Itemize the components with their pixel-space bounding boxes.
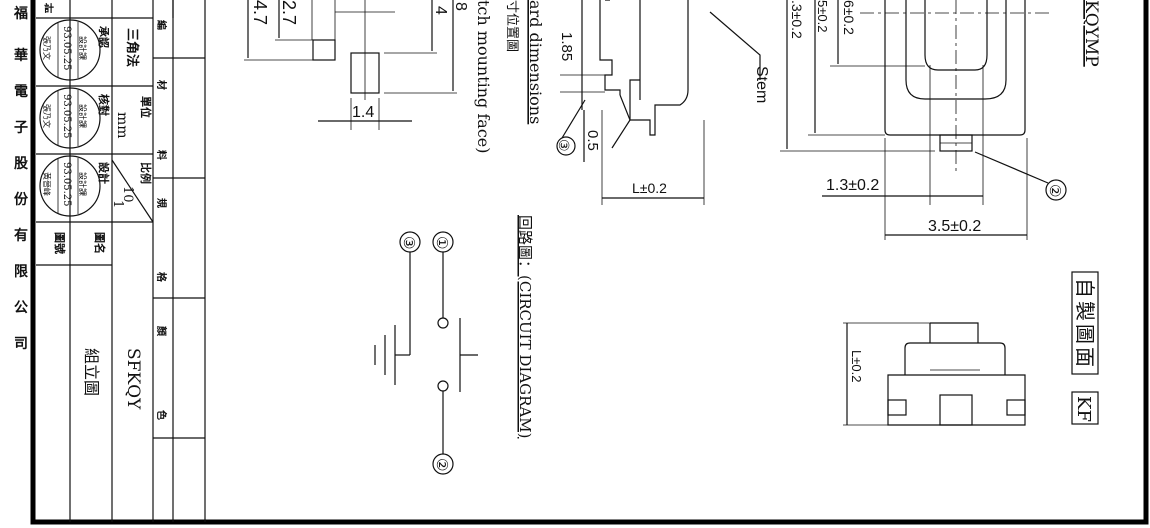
column-label: 格 bbox=[155, 272, 168, 283]
column-label: 色 bbox=[155, 410, 168, 420]
standard-dimensions-caption: ard dimensions bbox=[526, 0, 545, 124]
designer-stamp: 設計課 93.05.25 黃晉峰 bbox=[39, 155, 101, 217]
callout-2: ② bbox=[1046, 184, 1064, 197]
dim-1-3: 1.3±0.2 bbox=[826, 177, 879, 194]
title-label: 計 bbox=[44, 2, 54, 15]
stamp-date: 93.05.25 bbox=[61, 26, 72, 71]
title-block-labels: 承認 核對 設計 三角法 單位 mm 比例 10 1 圖名 圖號 SFKQY 組… bbox=[53, 20, 168, 420]
dim-4: 4 bbox=[432, 6, 449, 15]
footprint-caption-cn: 寸位置圖 bbox=[504, 0, 519, 52]
title-block: 計 bbox=[36, 0, 206, 522]
company-char: 華 bbox=[14, 47, 28, 64]
stamp-dept: 設計課 bbox=[78, 104, 88, 128]
scale-denominator: 1 bbox=[110, 200, 125, 208]
kf-mark: KF bbox=[1073, 396, 1094, 422]
stamp-dept: 設計課 bbox=[78, 172, 88, 196]
column-label: 料 bbox=[155, 150, 168, 160]
pin-3: ③ bbox=[400, 236, 418, 249]
approval-stamp: 設計課 93.05.25 張乃文 bbox=[39, 19, 101, 81]
sheet-border bbox=[30, 0, 1149, 525]
company-char: 子 bbox=[14, 120, 28, 136]
circuit-diagram-title: 回路圖：(CIRCUIT DIAGRAM) bbox=[516, 215, 534, 438]
kf-badge: KF bbox=[1071, 391, 1099, 425]
column-label: 材 bbox=[155, 80, 168, 90]
dim-0-5: 0.5 bbox=[584, 130, 601, 151]
dim-3-5: 3.5±0.2 bbox=[928, 218, 981, 235]
checked-stamp: 設計課 93.05.25 張乃文 bbox=[39, 87, 101, 149]
scale-label: 比例 bbox=[139, 162, 153, 184]
stamp-dept: 設計課 bbox=[78, 36, 88, 60]
projection-method: 三角法 bbox=[124, 28, 140, 67]
column-label: 編 bbox=[155, 20, 168, 30]
circuit-diagram: ① ③ ② 回路圖：(CIRCUIT DIAGRAM) bbox=[374, 215, 534, 475]
column-label: 規 bbox=[155, 198, 168, 208]
self-made-badge: 自製圖面 bbox=[1071, 271, 1099, 375]
approved-label: 承認 bbox=[97, 26, 111, 48]
company-name: 福 華 電 子 股 份 有 限 公 司 bbox=[13, 5, 29, 352]
dim-1-85: 1.85 bbox=[558, 32, 575, 61]
pin-1: ① bbox=[433, 236, 451, 249]
company-char: 福 bbox=[13, 5, 28, 22]
side-view: 1.85 0.5 ③ L±0.2 Stem bbox=[555, 0, 770, 205]
drawing-name-label: 圖名 bbox=[93, 232, 107, 254]
dim-total: .3±0.2 bbox=[789, 0, 805, 39]
designed-label: 設計 bbox=[97, 162, 111, 184]
stamp-date: 93.05.25 bbox=[61, 94, 72, 139]
company-char: 有 bbox=[14, 227, 28, 244]
dim-8: 8 bbox=[452, 2, 469, 11]
scale-numerator: 10 bbox=[120, 186, 135, 203]
checked-label: 核對 bbox=[97, 94, 111, 116]
company-char: 公 bbox=[14, 300, 28, 316]
dim-4-7: 4.7 bbox=[250, 0, 270, 25]
company-char: 份 bbox=[14, 191, 29, 208]
dim-1-4: 1.4 bbox=[352, 104, 374, 121]
self-made-text: 自製圖面 bbox=[1073, 278, 1097, 370]
company-char: 電 bbox=[14, 83, 28, 100]
callout-3: ③ bbox=[555, 139, 571, 152]
dim-6: 6±0.2 bbox=[841, 0, 857, 35]
unit-label: 單位 bbox=[139, 96, 153, 118]
drawing-name: 組立圖 bbox=[82, 348, 101, 396]
part-number: KQYMP bbox=[1081, 0, 1101, 67]
unit-value: mm bbox=[114, 112, 130, 139]
pin-2: ② bbox=[433, 458, 451, 471]
dim-2-7: 2.7 bbox=[279, 0, 299, 25]
front-view: L±0.2 bbox=[843, 322, 1026, 426]
company-char: 司 bbox=[14, 336, 28, 352]
top-view: 6±0.2 5±0.2 .3±0.2 1.3±0.2 3.5±0.2 ② KQY… bbox=[780, 0, 1101, 240]
pcb-footprint: 4.7 2.7 1.4 4 8 tch mounting face) 寸位置圖 … bbox=[244, 0, 545, 154]
dim-l: L±0.2 bbox=[632, 180, 667, 196]
company-char: 限 bbox=[14, 264, 28, 280]
company-char: 股 bbox=[14, 156, 29, 172]
mounting-face-caption: tch mounting face) bbox=[474, 0, 493, 154]
dim-l-front: L±0.2 bbox=[849, 350, 864, 382]
drawing-number: SFKQY bbox=[123, 348, 143, 410]
drawing-no-label: 圖號 bbox=[53, 232, 67, 254]
column-label: 顏 bbox=[155, 325, 168, 337]
stamp-date: 93.05.25 bbox=[61, 162, 72, 207]
stamp-name: 黃晉峰 bbox=[42, 172, 52, 196]
stamp-name: 張乃文 bbox=[42, 36, 52, 60]
stamp-name: 張乃文 bbox=[42, 104, 52, 128]
stem-label: Stem bbox=[753, 66, 770, 103]
dim-5: 5±0.2 bbox=[815, 0, 830, 32]
